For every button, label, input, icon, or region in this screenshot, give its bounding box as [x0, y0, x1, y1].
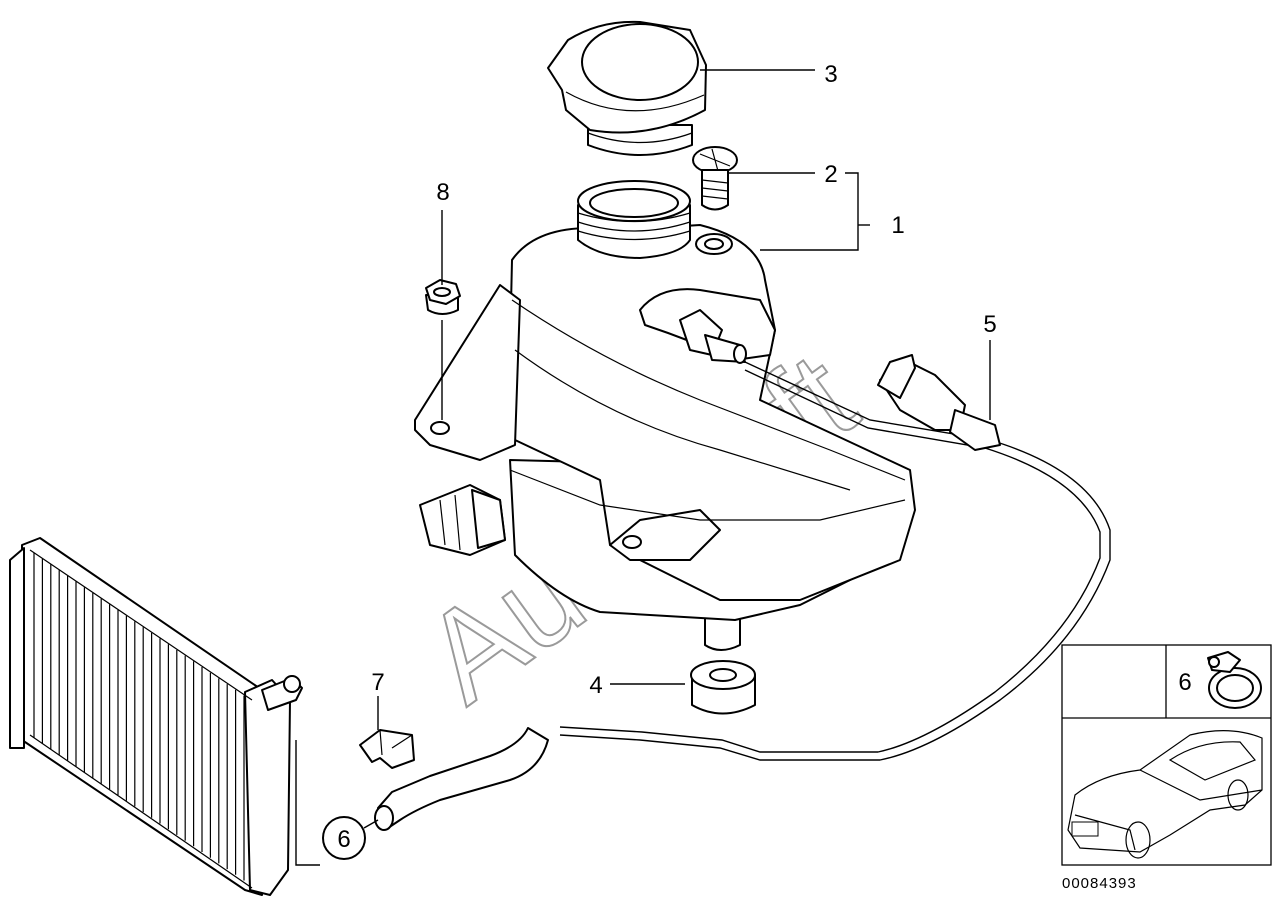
- hose-clamp: [1207, 651, 1262, 709]
- callout-1: 1: [891, 212, 904, 239]
- callout-5: 5: [983, 311, 996, 338]
- car-silhouette: [1067, 730, 1263, 859]
- callout-6-circle: [322, 816, 366, 860]
- nut: [425, 279, 461, 315]
- callout-8: 8: [436, 179, 449, 206]
- radiator: [9, 537, 303, 896]
- inset-callout-6: 6: [1178, 669, 1191, 696]
- cap: [547, 20, 707, 156]
- callout-7: 7: [371, 669, 384, 696]
- callout-2: 2: [824, 161, 837, 188]
- callout-4: 4: [589, 672, 602, 699]
- expansion-tank: [414, 180, 916, 651]
- screw: [692, 146, 738, 211]
- rubber-mount: [690, 660, 756, 715]
- inset-panel: 6: [1061, 644, 1272, 866]
- callouts: 3 2 1 8 5 4 7 6: [322, 61, 997, 860]
- callout-6: 6: [337, 826, 350, 853]
- cable-and-hose: [374, 354, 1111, 831]
- leader-lines: [295, 69, 991, 866]
- document-number: 00084393: [1062, 875, 1137, 892]
- clip: [359, 729, 415, 769]
- callout-3: 3: [824, 61, 837, 88]
